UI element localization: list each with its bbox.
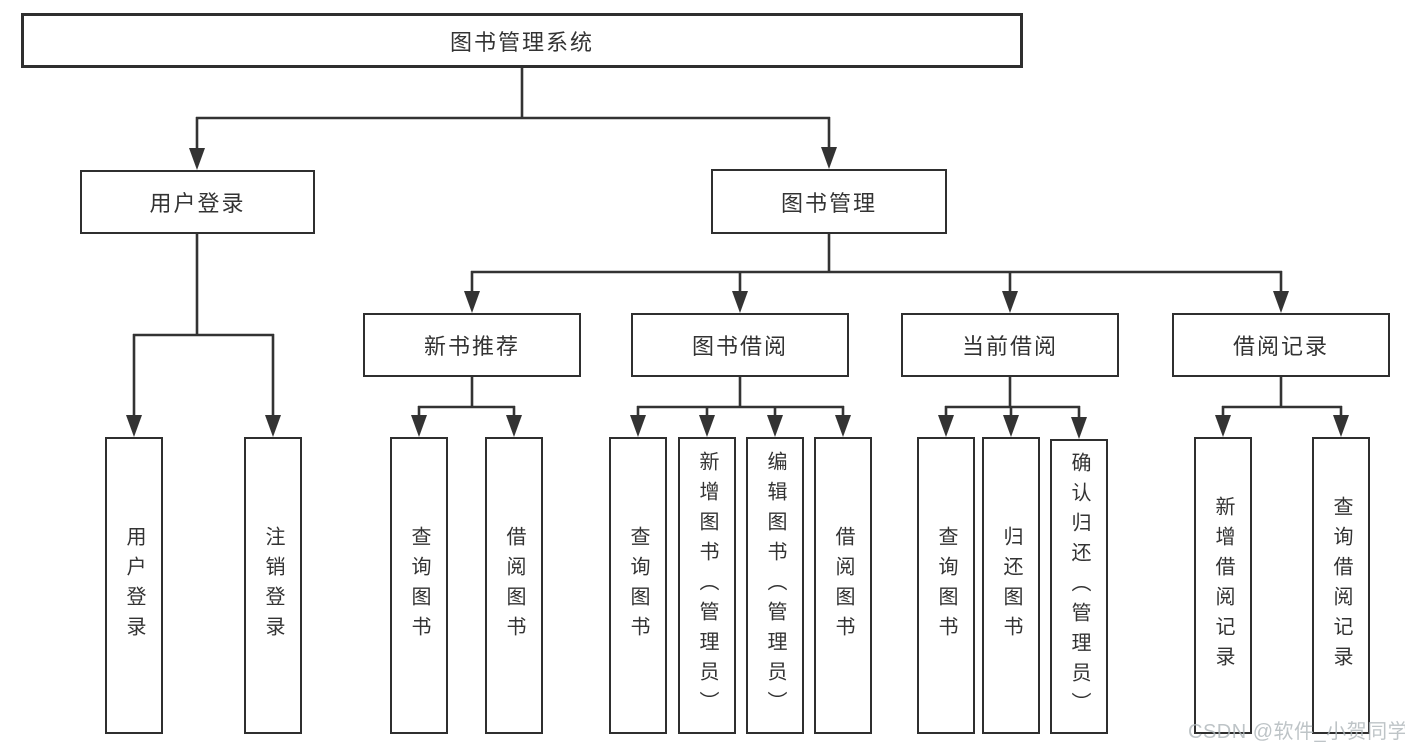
leaf-borrowing-edit-books-admin-label: 编辑图书（管理员） [764, 450, 786, 721]
leaf-borrowing-query-books: 查询图书 [609, 437, 667, 734]
leaf-current-return-books-label: 归还图书 [1000, 525, 1022, 646]
node-book-borrowing: 图书借阅 [631, 313, 849, 377]
leaf-recommend-borrow-books-label: 借阅图书 [503, 525, 525, 646]
leaf-logout-login-label: 注销登录 [262, 525, 284, 646]
leaf-current-query-books: 查询图书 [917, 437, 975, 734]
leaf-borrowing-borrow-books-label: 借阅图书 [832, 525, 854, 646]
watermark: CSDN @软件_小贺同学 [1188, 721, 1405, 743]
leaf-recommend-query-books-label: 查询图书 [408, 525, 430, 646]
node-new-book-recommendation: 新书推荐 [363, 313, 581, 377]
leaf-logout-login: 注销登录 [244, 437, 302, 734]
leaf-current-confirm-return-admin-label: 确认归还（管理员） [1068, 451, 1090, 722]
leaf-recommend-borrow-books: 借阅图书 [485, 437, 543, 734]
leaf-current-return-books: 归还图书 [982, 437, 1040, 734]
leaf-borrowing-edit-books-admin: 编辑图书（管理员） [746, 437, 804, 734]
leaf-records-add-borrow-record: 新增借阅记录 [1194, 437, 1252, 734]
leaf-borrowing-add-books-admin: 新增图书（管理员） [678, 437, 736, 734]
leaf-borrowing-query-books-label: 查询图书 [627, 525, 649, 646]
leaf-records-query-borrow-record: 查询借阅记录 [1312, 437, 1370, 734]
node-book-management: 图书管理 [711, 169, 947, 234]
leaf-recommend-query-books: 查询图书 [390, 437, 448, 734]
leaf-user-login: 用户登录 [105, 437, 163, 734]
node-borrowing-records: 借阅记录 [1172, 313, 1390, 377]
node-user-login: 用户登录 [80, 170, 315, 234]
leaf-current-confirm-return-admin: 确认归还（管理员） [1050, 439, 1108, 734]
node-library-management-system: 图书管理系统 [21, 13, 1023, 68]
leaf-current-query-books-label: 查询图书 [935, 525, 957, 646]
leaf-records-add-borrow-record-label: 新增借阅记录 [1212, 495, 1234, 676]
leaf-records-query-borrow-record-label: 查询借阅记录 [1330, 495, 1352, 676]
node-current-borrowing: 当前借阅 [901, 313, 1119, 377]
leaf-borrowing-borrow-books: 借阅图书 [814, 437, 872, 734]
leaf-user-login-label: 用户登录 [123, 525, 145, 646]
leaf-borrowing-add-books-admin-label: 新增图书（管理员） [696, 450, 718, 721]
